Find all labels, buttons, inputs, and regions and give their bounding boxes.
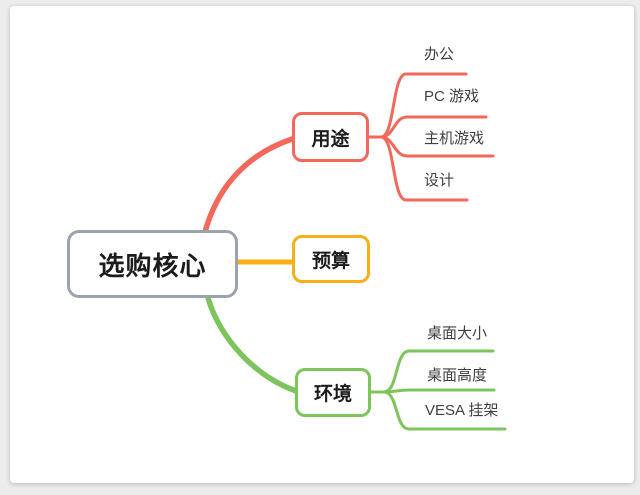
branch-node-usage[interactable]: 用途 bbox=[292, 112, 369, 162]
root-node[interactable]: 选购核心 bbox=[67, 230, 238, 298]
root-node-label: 选购核心 bbox=[98, 250, 207, 281]
leaf-node-pc-gaming[interactable]: PC 游戏 bbox=[424, 88, 480, 105]
leaf-node-office[interactable]: 办公 bbox=[424, 46, 455, 63]
branch-node-budget-label: 预算 bbox=[311, 250, 350, 272]
branch-node-environment-label: 环境 bbox=[313, 384, 352, 405]
leaf-node-desk-height[interactable]: 桌面高度 bbox=[427, 367, 488, 384]
branch-node-budget[interactable]: 预算 bbox=[292, 235, 370, 283]
leaf-node-console-gaming[interactable]: 主机游戏 bbox=[424, 130, 485, 147]
branch-node-environment[interactable]: 环境 bbox=[295, 368, 371, 417]
leaf-node-desk-size[interactable]: 桌面大小 bbox=[427, 325, 488, 342]
leaf-node-design[interactable]: 设计 bbox=[424, 172, 455, 189]
leaf-node-vesa-mount[interactable]: VESA 挂架 bbox=[425, 402, 499, 419]
branch-node-usage-label: 用途 bbox=[311, 128, 350, 150]
